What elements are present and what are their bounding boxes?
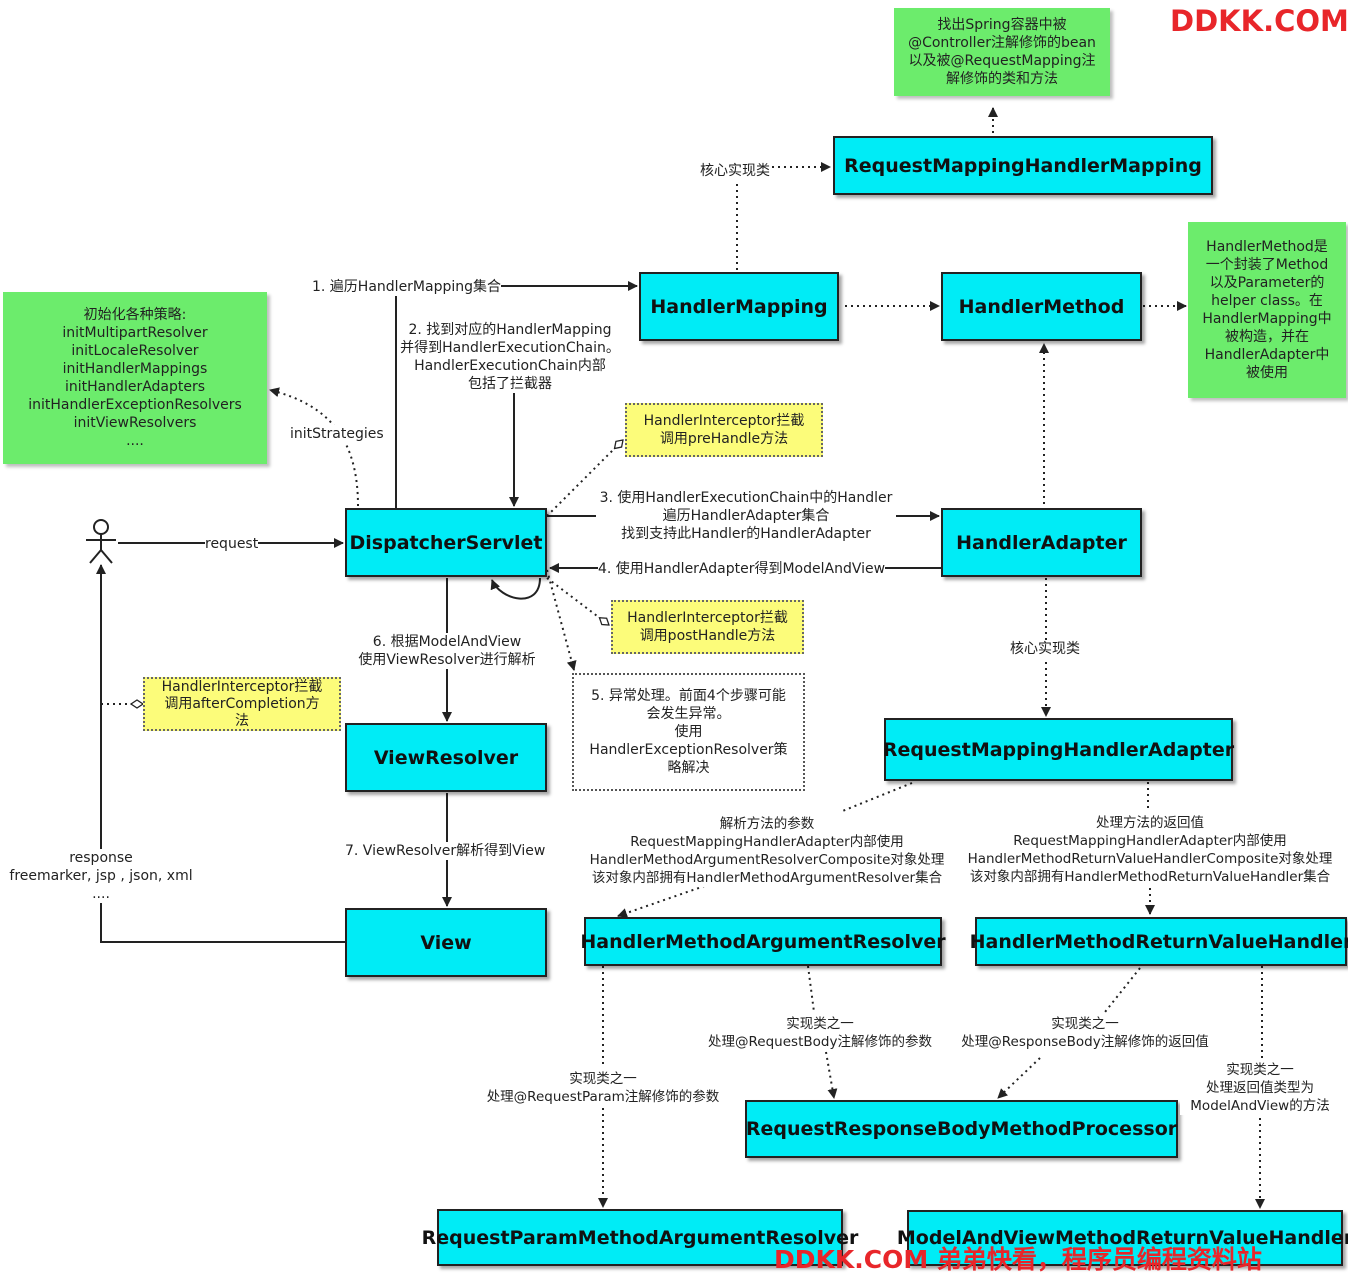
- request-label: request: [205, 535, 259, 553]
- core-impl-label-top: 核心实现类: [700, 162, 770, 180]
- impl-responsebody-label: 实现类之一 处理@ResponseBody注解修饰的返回值: [950, 1015, 1220, 1051]
- dispatcher-servlet-box: DispatcherServlet: [345, 508, 547, 577]
- view-resolver-box: ViewResolver: [345, 723, 547, 792]
- step6-label: 6. 根据ModelAndView 使用ViewResolver进行解析: [354, 633, 540, 669]
- core-impl-label-bottom: 核心实现类: [1010, 640, 1080, 658]
- request-mapping-handler-adapter-box: RequestMappingHandlerAdapter: [883, 718, 1234, 781]
- step3-label: 3. 使用HandlerExecutionChain中的Handler 遍历Ha…: [596, 489, 896, 543]
- parse-params-label: 解析方法的参数 RequestMappingHandlerAdapter内部使用…: [578, 815, 956, 887]
- step1-label: 1. 遍历HandlerMapping集合: [312, 278, 502, 296]
- response-line: [96, 564, 345, 943]
- request-param-method-argument-resolver-box: RequestParamMethodArgumentResolver: [422, 1209, 858, 1266]
- prehandle-note: HandlerInterceptor拦截 调用preHandle方法: [625, 403, 823, 457]
- handler-method-return-value-handler-box: HandlerMethodReturnValueHandler: [970, 917, 1348, 966]
- request-response-body-method-processor-box: RequestResponseBodyMethodProcessor: [745, 1100, 1178, 1158]
- watermark-bottom: DDKK.COM 弟弟快看，程序员编程资料站: [774, 1245, 1262, 1274]
- view-box: View: [345, 908, 547, 977]
- self-loop: [490, 577, 541, 600]
- init-strategies-label: initStrategies: [290, 425, 384, 443]
- impl-requestparam-label: 实现类之一 处理@RequestParam注解修饰的参数: [478, 1070, 728, 1106]
- impl-modelandview-label: 实现类之一 处理返回值类型为 ModelAndView的方法: [1180, 1061, 1340, 1115]
- handler-mapping-box: HandlerMapping: [639, 272, 839, 341]
- init-strategies-note: 初始化各种策略: initMultipartResolver initLocal…: [3, 292, 267, 464]
- handle-return-label: 处理方法的返回值 RequestMappingHandlerAdapter内部使…: [956, 814, 1344, 886]
- spring-container-note: 找出Spring容器中被 @Controller注解修饰的bean 以及被@Re…: [894, 8, 1110, 96]
- step2-label: 2. 找到对应的HandlerMapping 并得到HandlerExecuti…: [398, 321, 622, 393]
- request-mapping-handler-mapping-box: RequestMappingHandlerMapping: [833, 136, 1213, 195]
- exception-handling-note: 5. 异常处理。前面4个步骤可能 会发生异常。 使用 HandlerExcept…: [572, 673, 805, 791]
- step1-arrow: [395, 281, 638, 508]
- response-label: response freemarker, jsp , json, xml ...…: [6, 849, 196, 903]
- posthandle-note: HandlerInterceptor拦截 调用postHandle方法: [611, 600, 804, 654]
- step7-label: 7. ViewResolver解析得到View: [345, 842, 546, 860]
- impl-requestbody-label: 实现类之一 处理@RequestBody注解修饰的参数: [698, 1015, 942, 1051]
- handler-method-argument-resolver-box: HandlerMethodArgumentResolver: [580, 917, 946, 966]
- aftercompletion-note: HandlerInterceptor拦截 调用afterCompletion方 …: [143, 677, 341, 731]
- model-and-view-method-return-value-handler-box: ModelAndViewMethodReturnValueHandler: [897, 1210, 1348, 1266]
- watermark-top: DDKK.COM: [1170, 4, 1348, 38]
- handler-adapter-box: HandlerAdapter: [941, 508, 1142, 577]
- user-actor-icon: [86, 519, 116, 564]
- handler-method-note: HandlerMethod是 一个封装了Method 以及Parameter的 …: [1188, 222, 1346, 398]
- step4-label: 4. 使用HandlerAdapter得到ModelAndView: [598, 560, 886, 578]
- handler-method-box: HandlerMethod: [941, 272, 1142, 341]
